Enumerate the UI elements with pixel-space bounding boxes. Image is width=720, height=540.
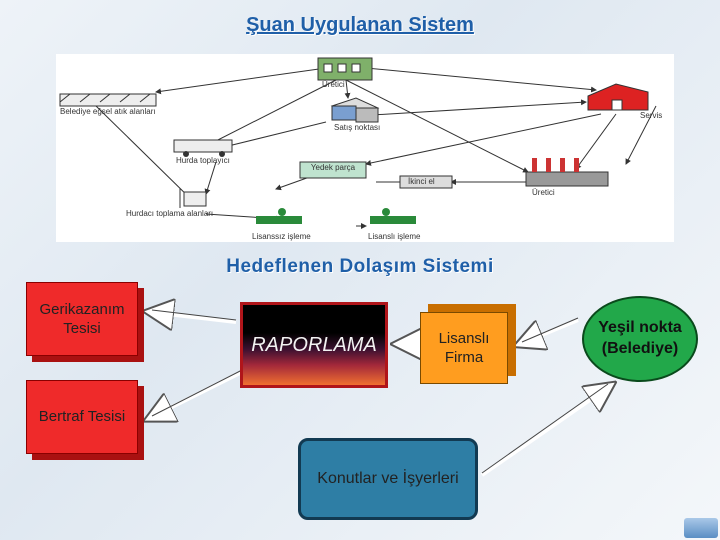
label-spare-parts: Yedek parça [310, 163, 356, 172]
licensed-firm-box: Lisanslı Firma [420, 312, 508, 384]
label-service: Servis [640, 111, 663, 120]
flow-arrows [59, 57, 657, 229]
factory-icon-top [317, 57, 373, 81]
store-icon [330, 97, 380, 123]
disposal-facility-box: Bertraf Tesisi [26, 380, 138, 454]
label-licensed: Lisanslı işleme [368, 232, 421, 241]
label-producer-bottom: Üretici [532, 188, 555, 197]
slide-nav-icon[interactable] [684, 518, 718, 538]
factory-icon-bottom [525, 158, 609, 187]
second-hand-box [399, 175, 453, 189]
label-scrap-collector: Hurda toplayıcı [176, 156, 230, 165]
recycling-facility-box: Gerikazanım Tesisi [26, 282, 138, 356]
spare-parts-box [299, 161, 367, 179]
households-box: Konutlar ve İşyerleri [298, 438, 478, 520]
green-point-circle: Yeşil nokta (Belediye) [582, 296, 698, 382]
current-system-diagram: Üretici Belediye eğsel atık alanları Ser… [56, 54, 674, 242]
forklift-icon [179, 188, 207, 208]
label-second-hand: İkinci el [408, 177, 435, 186]
label-producer-top: Üretici [322, 80, 345, 89]
label-municipal: Belediye eğsel atık alanları [60, 107, 156, 116]
slide-title: Şuan Uygulanan Sistem [246, 14, 474, 36]
label-unlicensed: Lisanssız işleme [252, 232, 311, 241]
label-scrap-area: Hurdacı toplama alanları [126, 209, 214, 218]
reporting-box: RAPORLAMA [240, 302, 388, 388]
label-store: Satış noktası [334, 123, 381, 132]
section-subtitle: Hedeflenen Dolaşım Sistemi [226, 256, 494, 277]
worker-unlicensed-icon [256, 208, 302, 224]
municipal-area-icon [59, 93, 157, 107]
service-icon [587, 83, 649, 111]
worker-licensed-icon [370, 208, 416, 224]
truck-icon [173, 139, 233, 157]
